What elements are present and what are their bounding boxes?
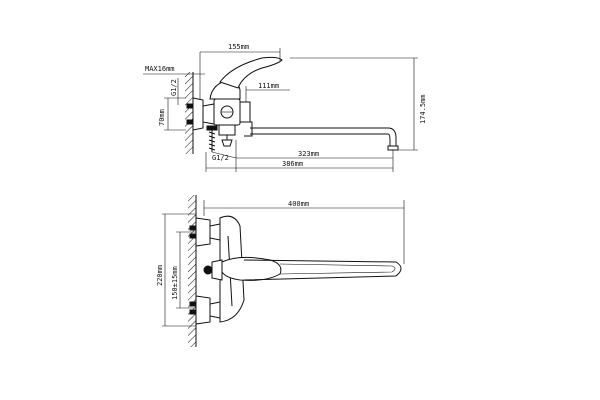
side-thread-top [186, 103, 194, 109]
dim-max16-label: MAX16mm [145, 65, 175, 73]
dim-386-label: 386mm [282, 160, 303, 168]
front-spout-inner [279, 263, 396, 275]
side-eccentric [202, 103, 215, 125]
front-flange-bottom [195, 295, 211, 325]
front-eccentric-top [209, 223, 221, 241]
side-body-nut [239, 101, 251, 123]
front-thread-top-1 [189, 225, 197, 231]
dim-g12-lower-leader [211, 151, 237, 159]
dim-g12-lower-label: G1/2 [212, 154, 229, 162]
front-flange-top [195, 217, 211, 247]
front-spout-outline [243, 259, 402, 281]
side-lever [219, 56, 283, 89]
side-flange [192, 97, 204, 131]
front-thread-top-2 [189, 233, 197, 239]
dim-155-label: 155mm [228, 43, 249, 51]
side-wall-hatch [185, 72, 193, 154]
side-view: 155mm MAX16mm G1/2 70mm 111mm 174.5mm G1… [143, 43, 427, 172]
front-eccentric-bottom [209, 301, 221, 319]
dim-g12-upper-label: G1/2 [170, 79, 178, 96]
front-wall-hatch [188, 195, 196, 347]
side-spout-collar [244, 121, 253, 137]
front-view: 400mm 220mm 150±15mm [156, 195, 405, 347]
side-thread-bottom [186, 119, 194, 125]
side-spout-bend-outer [387, 127, 397, 146]
side-hose-ribs [208, 131, 216, 151]
front-knob-dot [203, 265, 213, 275]
dim-111-label: 111mm [258, 82, 279, 90]
dim-150-label: 150±15mm [171, 266, 179, 300]
front-thread-bottom-2 [189, 309, 197, 315]
side-aerator [387, 145, 399, 151]
front-knob-stem [211, 259, 223, 281]
dim-220-label: 220mm [156, 265, 164, 286]
side-spout-bend-inner [387, 133, 391, 146]
side-hose-nut [206, 125, 218, 131]
side-diverter [218, 124, 236, 136]
dim-400-label: 400mm [288, 200, 309, 208]
dim-174-label: 174.5mm [419, 94, 427, 124]
side-diverter-knob [221, 139, 233, 147]
dim-70-label: 70mm [158, 109, 166, 126]
front-thread-bottom-1 [189, 301, 197, 307]
front-lever [221, 256, 282, 281]
dim-323-label: 323mm [298, 150, 319, 158]
